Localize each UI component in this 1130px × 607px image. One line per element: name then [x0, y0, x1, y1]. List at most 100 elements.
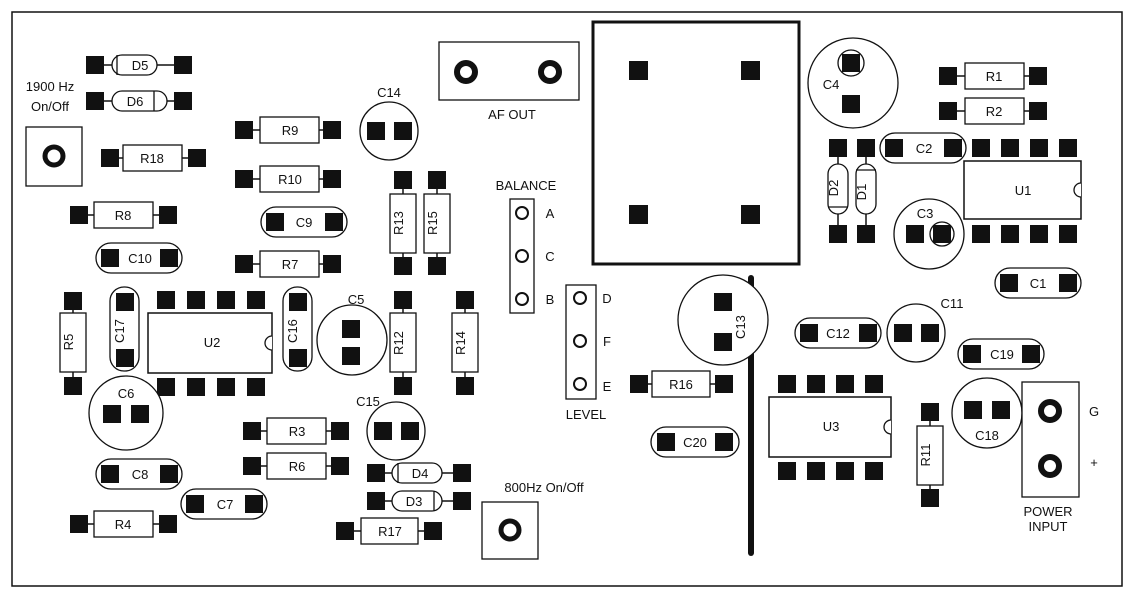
label-c3: C3: [917, 206, 934, 221]
label-d1: D1: [854, 184, 869, 201]
label-c20: C20: [683, 435, 707, 450]
capacitor-c15: C15: [356, 394, 426, 461]
capacitor-c11: C11: [886, 296, 964, 363]
capacitor-c18: C18: [951, 377, 1023, 449]
resistor-r15: R15: [423, 171, 451, 275]
capacitor-c9: C9: [260, 206, 348, 238]
diode-d1: D1: [854, 139, 877, 243]
label-power: POWER: [1023, 504, 1072, 519]
label-balance: BALANCE: [496, 178, 557, 193]
switch-800hz[interactable]: [481, 501, 539, 560]
diode-d4: D4: [367, 462, 471, 484]
label-r3: R3: [289, 424, 306, 439]
label-c17: C17: [112, 319, 127, 343]
label-1900hz-onoff: On/Off: [31, 99, 69, 114]
capacitor-c20: C20: [650, 426, 740, 458]
label-r6: R6: [289, 459, 306, 474]
resistor-r12: R12: [389, 291, 417, 395]
capacitor-c7: C7: [180, 488, 268, 520]
label-c8: C8: [132, 467, 149, 482]
capacitor-c10: C10: [95, 242, 183, 274]
trimmer-balance[interactable]: [509, 198, 535, 314]
label-d6: D6: [127, 94, 144, 109]
label-c4: C4: [823, 77, 840, 92]
label-r18: R18: [140, 151, 164, 166]
label-r17: R17: [378, 524, 402, 539]
label-r1: R1: [986, 69, 1003, 84]
label-c10: C10: [128, 251, 152, 266]
label-c9: C9: [296, 215, 313, 230]
switch-1900hz[interactable]: [25, 126, 83, 187]
label-pin-c: C: [545, 249, 554, 264]
capacitor-c8: C8: [95, 458, 183, 490]
ic-u3: U3: [768, 375, 892, 480]
label-c14: C14: [377, 85, 401, 100]
resistor-r4: R4: [70, 510, 177, 538]
connector-power-input[interactable]: [1021, 381, 1080, 498]
diode-d6: D6: [86, 90, 192, 112]
label-r12: R12: [391, 331, 406, 355]
label-r7: R7: [282, 257, 299, 272]
label-r11: R11: [918, 444, 933, 467]
label-r10: R10: [278, 172, 302, 187]
capacitor-c13: C13: [677, 274, 769, 366]
label-d2: D2: [826, 180, 841, 197]
label-c1: C1: [1030, 276, 1047, 291]
label-pin-f: F: [603, 334, 611, 349]
label-1900hz: 1900 Hz: [26, 79, 74, 94]
resistor-r3: R3: [243, 417, 349, 445]
label-r4: R4: [115, 517, 132, 532]
label-u1: U1: [1015, 183, 1032, 198]
label-d3: D3: [406, 494, 423, 509]
label-r2: R2: [986, 104, 1003, 119]
resistor-r9: R9: [235, 116, 341, 144]
label-u2: U2: [204, 335, 221, 350]
resistor-r17: R17: [336, 517, 442, 545]
board-outline: [11, 11, 1123, 587]
label-c6: C6: [118, 386, 135, 401]
capacitor-c3: C3: [893, 198, 965, 270]
label-r14: R14: [453, 331, 468, 355]
diode-d2: D2: [826, 139, 849, 243]
label-level: LEVEL: [566, 407, 606, 422]
label-pin-g: G: [1089, 404, 1099, 419]
transformer-footprint: [591, 20, 801, 266]
label-c18: C18: [975, 428, 999, 443]
label-r16: R16: [669, 377, 693, 392]
label-d4: D4: [412, 466, 429, 481]
capacitor-c1: C1: [994, 267, 1082, 299]
capacitor-c19: C19: [957, 338, 1045, 370]
trimmer-level[interactable]: [565, 284, 597, 400]
label-c5: C5: [348, 292, 365, 307]
label-pin-d: D: [602, 291, 611, 306]
label-c7: C7: [217, 497, 234, 512]
resistor-r8: R8: [70, 201, 177, 229]
connector-af-out[interactable]: [438, 41, 580, 101]
label-c11: C11: [941, 296, 964, 311]
diode-d5: D5: [86, 54, 192, 76]
capacitor-c14: C14: [359, 85, 419, 161]
label-r5: R5: [61, 334, 76, 351]
ic-u2: U2: [147, 291, 273, 396]
capacitor-c6: C6: [88, 375, 164, 451]
label-r13: R13: [391, 211, 406, 235]
resistor-r14: R14: [451, 291, 479, 395]
label-c2: C2: [916, 141, 933, 156]
label-r15: R15: [425, 211, 440, 235]
label-u3: U3: [823, 419, 840, 434]
resistor-r1: R1: [939, 62, 1047, 90]
resistor-r7: R7: [235, 250, 341, 278]
capacitor-c12: C12: [794, 317, 882, 349]
label-input: INPUT: [1029, 519, 1068, 534]
label-pin-e: E: [603, 379, 612, 394]
label-d5: D5: [132, 58, 149, 73]
resistor-r2: R2: [939, 97, 1047, 125]
label-pin-b: B: [546, 292, 555, 307]
resistor-r13: R13: [389, 171, 417, 275]
resistor-r16: R16: [630, 370, 733, 398]
label-c15: C15: [356, 394, 380, 409]
resistor-r11: R11: [916, 403, 944, 507]
label-c19: C19: [990, 347, 1014, 362]
label-800hz-onoff: 800Hz On/Off: [504, 480, 584, 495]
